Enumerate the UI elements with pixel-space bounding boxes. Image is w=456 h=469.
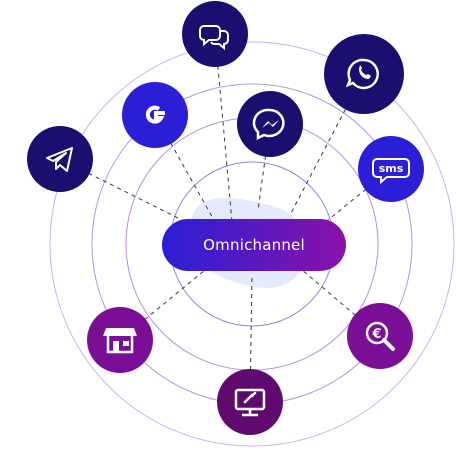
channel-node-store[interactable] <box>87 307 153 373</box>
channel-node-euro-search[interactable]: € <box>347 303 413 369</box>
store-icon <box>103 328 137 354</box>
channel-node-web-link[interactable] <box>217 369 283 435</box>
channel-node-chat[interactable] <box>182 1 248 67</box>
channel-node-google[interactable] <box>122 82 188 148</box>
whatsapp-icon <box>345 58 379 90</box>
sms-label: sms <box>379 162 404 175</box>
channel-nodes: sms € <box>27 1 424 435</box>
messenger-icon <box>252 108 285 141</box>
telegram-icon <box>46 147 73 172</box>
connector-messenger <box>257 123 271 211</box>
google-icon <box>145 105 165 124</box>
channel-node-whatsapp[interactable] <box>324 34 404 114</box>
hub-label: Omnichannel <box>203 236 305 254</box>
hub-pill: Omnichannel <box>162 219 346 271</box>
connector-web-link <box>249 273 253 403</box>
channel-node-telegram[interactable] <box>27 126 93 192</box>
channel-node-sms[interactable]: sms <box>358 136 424 202</box>
sms-icon: sms <box>372 158 410 185</box>
euro-label: € <box>371 327 381 342</box>
orbit-ring-outer <box>49 41 455 447</box>
monitor-link-icon <box>234 388 266 417</box>
chat-bubbles-icon <box>199 25 229 51</box>
channel-node-messenger[interactable] <box>237 91 303 157</box>
euro-search-icon: € <box>365 321 395 351</box>
